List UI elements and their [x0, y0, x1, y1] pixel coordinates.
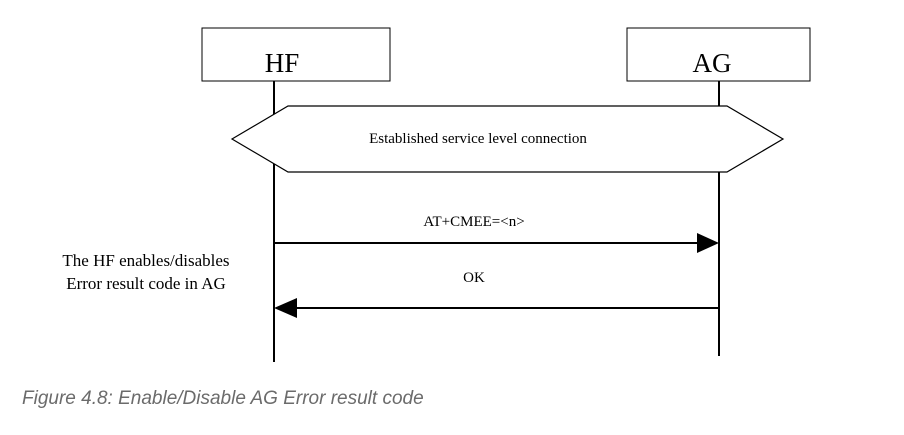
response-message-label: OK [463, 270, 485, 286]
connection-banner-label: Established service level connection [369, 131, 587, 147]
response-message: OK [274, 270, 719, 318]
request-message-label: AT+CMEE=<n> [423, 214, 524, 230]
sequence-diagram: HF AG Established service level connecti… [62, 27, 811, 362]
ag-entity-box [626, 27, 811, 82]
ag-entity-label: AG [693, 48, 732, 78]
connection-hexagon [230, 105, 785, 173]
hf-entity-label: HF [265, 48, 300, 78]
response-arrowhead [274, 298, 297, 318]
request-message: AT+CMEE=<n> [274, 214, 719, 253]
ag-entity: AG [626, 27, 811, 82]
figure-caption: Figure 4.8: Enable/Disable AG Error resu… [22, 388, 424, 409]
connection-banner: Established service level connection [230, 105, 785, 173]
side-note-line-1: The HF enables/disables [62, 251, 229, 270]
hf-entity-box [201, 27, 391, 82]
request-arrowhead [697, 233, 719, 253]
side-note-line-2: Error result code in AG [66, 274, 226, 293]
side-note: The HF enables/disables Error result cod… [62, 251, 229, 293]
hf-entity: HF [201, 27, 391, 82]
